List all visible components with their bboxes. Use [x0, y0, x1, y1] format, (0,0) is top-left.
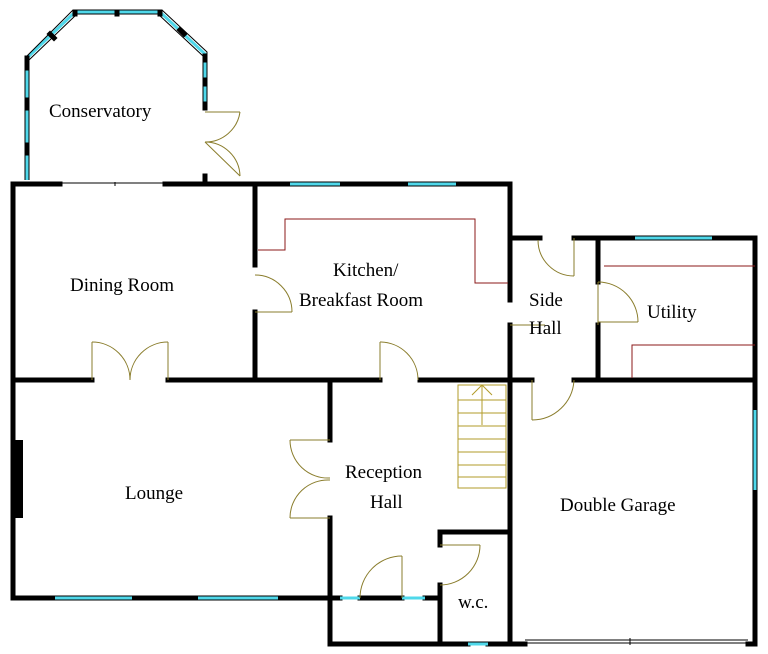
conservatory-mullions	[24, 9, 208, 156]
kitchen-label-line2: Breakfast Room	[299, 290, 423, 311]
doors	[91, 238, 639, 599]
staircase	[457, 384, 507, 489]
dining-room-label: Dining Room	[70, 275, 174, 296]
conservatory-label: Conservatory	[49, 101, 152, 122]
reception-hall-label-line1: Reception	[345, 462, 423, 483]
fireplace	[13, 440, 23, 518]
walls	[10, 181, 758, 647]
utility-label: Utility	[647, 302, 697, 323]
lounge-label: Lounge	[125, 483, 183, 504]
wc-label: w.c.	[458, 592, 488, 613]
kitchen-label-line1: Kitchen/	[333, 260, 399, 281]
windows	[55, 181, 758, 646]
double-garage-label: Double Garage	[560, 495, 676, 516]
side-hall-label-line1: Side	[529, 290, 563, 311]
conservatory: Conservatory	[24, 9, 241, 187]
conservatory-garden-door	[204, 111, 241, 177]
reception-hall-label-line2: Hall	[370, 492, 403, 513]
fitted-units	[258, 218, 755, 378]
side-hall-label-line2: Hall	[529, 318, 562, 339]
room-labels: Dining Room Kitchen/ Breakfast Room Side…	[70, 260, 697, 613]
